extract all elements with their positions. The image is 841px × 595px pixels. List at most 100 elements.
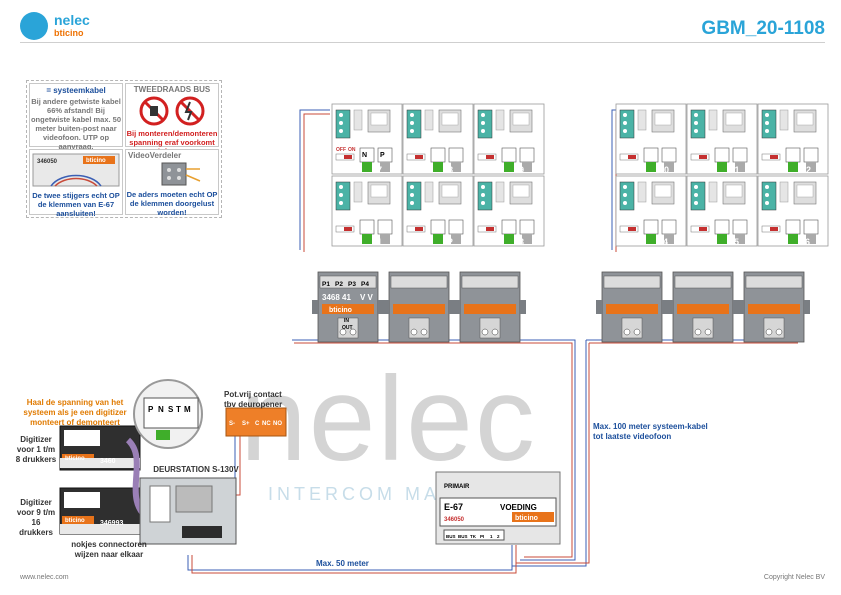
videophone-9[interactable]	[473, 103, 545, 175]
connector-zoom	[133, 379, 203, 449]
power-term-2: 2	[497, 534, 500, 539]
power-term-pi: PI	[480, 534, 484, 539]
videophone-8[interactable]	[402, 103, 474, 175]
legend-cable: = systeemkabel Bij andere getwiste kabel…	[29, 83, 123, 151]
wire-door-station-blue	[187, 545, 513, 571]
door-opener-terminal[interactable]	[225, 407, 287, 437]
power-supply-e67[interactable]	[435, 471, 561, 545]
logo-text: nelec	[54, 12, 90, 28]
power-labels: PRIMAIR E-67 VOEDING 346050 bticino BUS …	[444, 484, 538, 539]
max50-note: Max. 50 meter	[316, 559, 369, 568]
wire-right-group-red	[516, 342, 798, 564]
distributor-6[interactable]	[737, 271, 811, 343]
videophone-group-left	[331, 103, 545, 247]
logo-sub: bticino	[54, 28, 84, 38]
verdeler-icon	[161, 162, 201, 186]
vp-number-9: 9	[519, 165, 524, 175]
door-opener-terms: S- S+ C NC NO	[229, 421, 282, 427]
no-plug-icon	[139, 96, 169, 126]
dist-model: 3468 41	[322, 293, 351, 302]
videophone-6[interactable]	[757, 175, 829, 247]
digitizer-2-note: Digitizer voor 9 t/m 16 drukkers	[16, 498, 56, 537]
footer-right: Copyright Nelec BV	[763, 574, 825, 581]
term-p: P	[148, 405, 154, 414]
spanning-note: Haal de spanning van het systeem als je …	[23, 398, 127, 427]
term-n: N	[158, 405, 164, 414]
legend-verdeler-text: De aders moeten echt OP de klemmen doorg…	[126, 190, 218, 217]
power-term-bus2: BUS	[458, 534, 468, 539]
power-code: 346050	[444, 517, 465, 523]
distributor-2[interactable]	[382, 271, 456, 343]
distributor-3[interactable]	[453, 271, 527, 343]
videophone-1[interactable]	[331, 175, 403, 247]
footer-left: www.nelec.com	[20, 574, 69, 581]
digitizer-1-brand: bticino	[65, 456, 85, 462]
power-term-tk: TK	[470, 534, 477, 539]
digitizer-2	[59, 487, 141, 535]
term-s-plus: S+	[242, 421, 250, 427]
distributors-right	[595, 271, 811, 343]
legend-stijgers-text: De twee stijgers echt OP de klemmen van …	[32, 191, 120, 218]
vp-number-8: 8	[448, 165, 453, 175]
legend-bus: TWEEDRAADS BUS Bij monteren/demonteren s…	[125, 83, 219, 156]
distributor-5[interactable]	[666, 271, 740, 343]
e67-device-icon: 346050 bticino	[32, 153, 120, 187]
legend-verdeler: VideoVerdeler De aders moeten echt OP de…	[125, 149, 219, 217]
power-term-1: 1	[490, 534, 493, 539]
potvrij-note: Pot.vrij contact tbv deuropener	[224, 390, 283, 409]
videophone-5[interactable]	[686, 175, 758, 247]
term-nc: NC	[262, 421, 271, 427]
vp-number-11: 11	[730, 165, 740, 175]
power-model: E-67	[444, 502, 463, 512]
distributor-4[interactable]	[595, 271, 669, 343]
vp-number-6: 6	[805, 237, 810, 247]
vp-number-2: 2	[448, 237, 453, 247]
dist-suffix: V V	[360, 293, 374, 302]
nokjes-note: nokjes connectoren wijzen naar elkaar	[71, 540, 147, 559]
term-m: M	[184, 405, 191, 414]
digitizer-1-note: Digitizer voor 1 t/m 8 drukkers	[15, 435, 57, 464]
digitizer-2-code: 346993	[100, 520, 123, 527]
door-station[interactable]	[139, 477, 237, 545]
digitizer-1-code: 3460	[100, 458, 116, 465]
digitizer-2-brand: bticino	[65, 518, 85, 524]
videophone-labels: 7 8 9 10 11 12 1 2 3 4 5 6 N P OFF ON	[336, 147, 811, 247]
wire-left-group-red	[294, 342, 573, 558]
no-power-icons	[139, 96, 205, 126]
vp-number-7: 7	[377, 165, 382, 175]
dist-brand: bticino	[329, 307, 352, 314]
term-s-minus: S-	[229, 421, 235, 427]
wire-riser-left-red	[303, 113, 330, 252]
videophone-10[interactable]	[615, 103, 687, 175]
videophone-11[interactable]	[686, 103, 758, 175]
document-title: GBM_20-1108	[701, 18, 825, 39]
wire-door-station-red	[191, 545, 517, 574]
term-t: T	[176, 405, 181, 414]
videophone-12[interactable]	[757, 103, 829, 175]
term-no: NO	[273, 421, 282, 427]
videophone-7[interactable]	[331, 103, 403, 175]
videophone-3[interactable]	[473, 175, 545, 247]
dist-port-p4: P4	[361, 281, 369, 288]
dist-out: OUT	[342, 325, 353, 331]
digitizer-1	[59, 425, 141, 471]
videophone-4[interactable]	[615, 175, 687, 247]
term-c: C	[255, 421, 260, 427]
legend-verdeler-title: VideoVerdeler	[128, 151, 182, 160]
watermark-main: nelec	[240, 352, 537, 486]
header-divider	[20, 42, 825, 43]
vp-terminal-p: P	[380, 152, 385, 159]
vp-terminal-n: N	[362, 152, 367, 159]
logo-mark-icon	[20, 12, 48, 40]
legend-bus-title: TWEEDRAADS BUS	[133, 85, 211, 94]
vp-number-1: 1	[377, 237, 382, 247]
vp-switch-on: ON	[348, 147, 356, 153]
nelec-logo: nelec bticino	[20, 12, 120, 44]
power-brand: bticino	[515, 515, 538, 522]
videophone-group-right	[615, 103, 829, 247]
dist-port-p3: P3	[348, 281, 356, 288]
videophone-2[interactable]	[402, 175, 474, 247]
power-term-bus1: BUS	[446, 534, 456, 539]
deurstation-note: DEURSTATION S-130V	[153, 465, 239, 474]
legend-cable-title: = systeemkabel	[46, 86, 106, 95]
